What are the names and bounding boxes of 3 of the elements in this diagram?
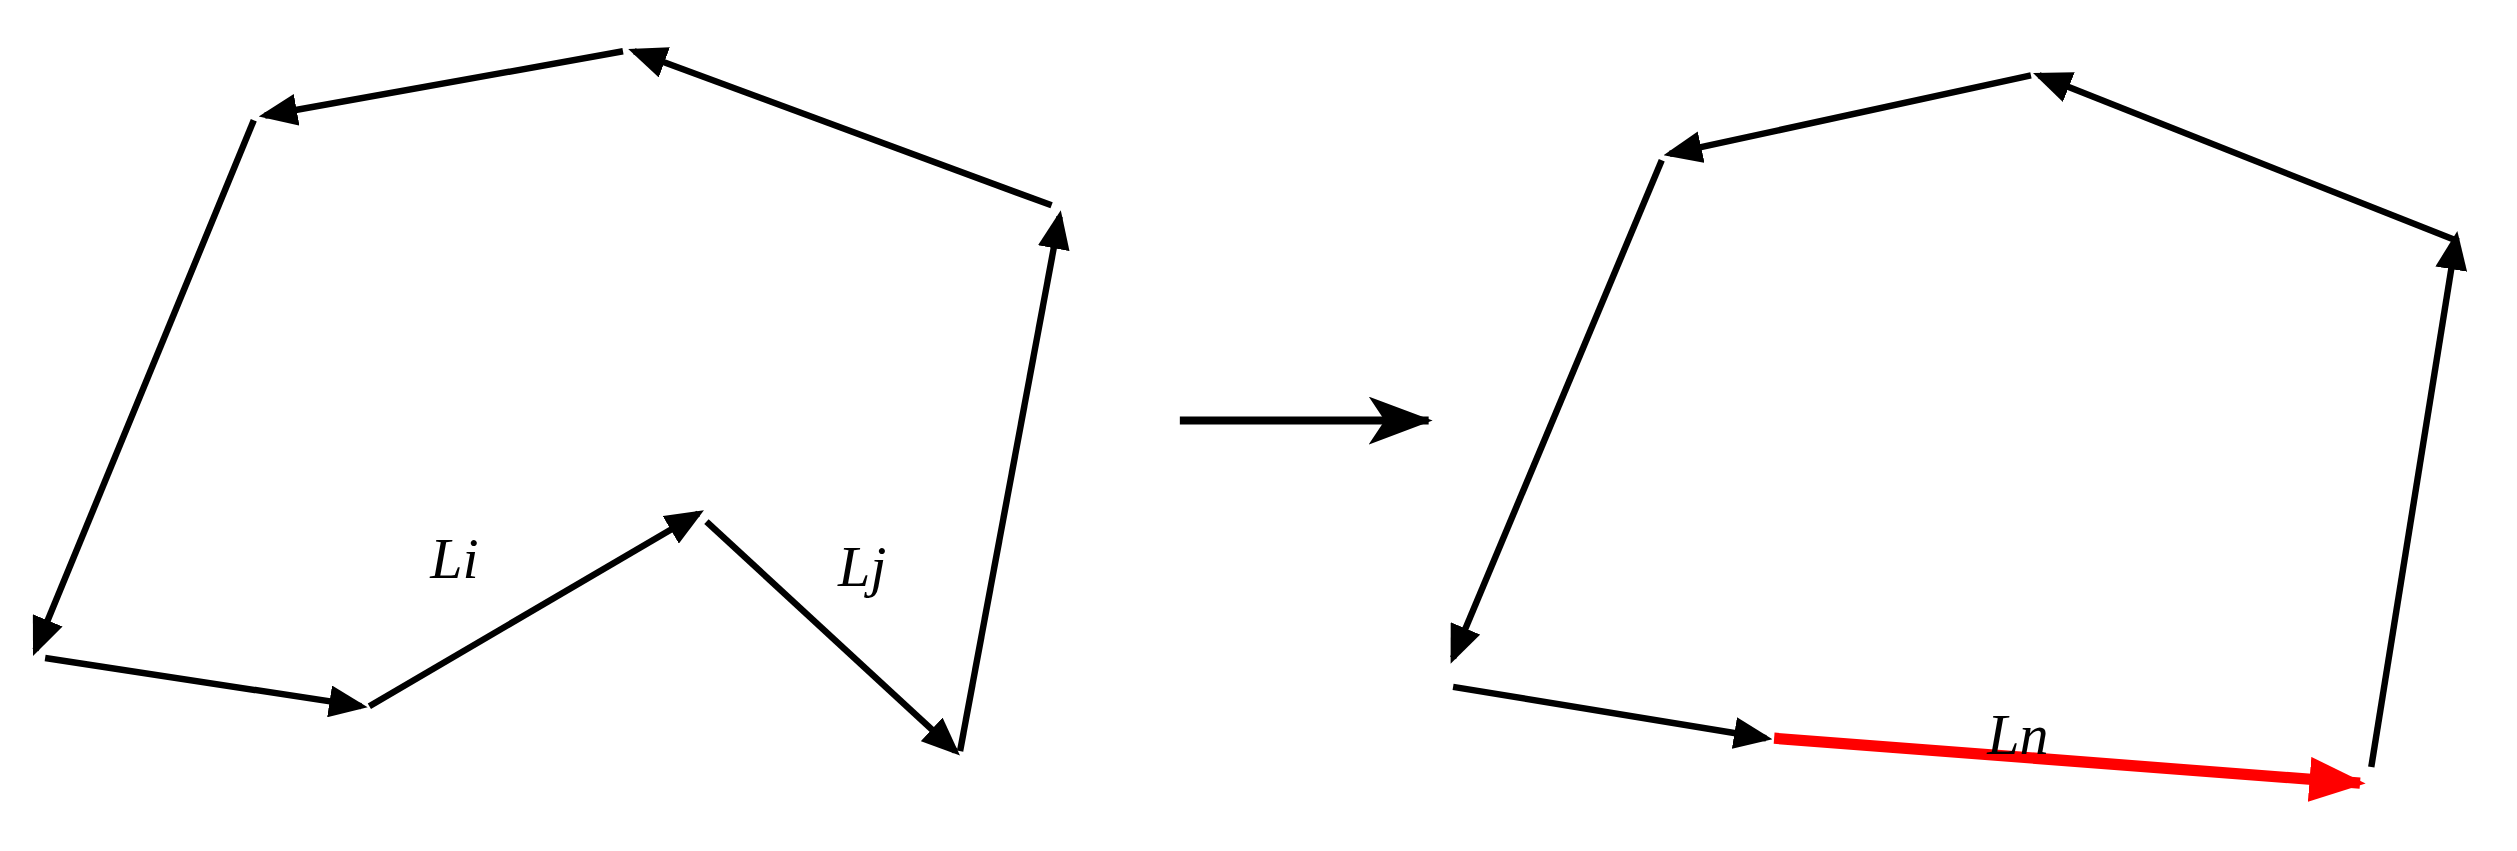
vector-label: Ln [1987,706,2049,765]
vector-label: Lj [837,537,887,596]
vector-label: Li [430,529,479,588]
